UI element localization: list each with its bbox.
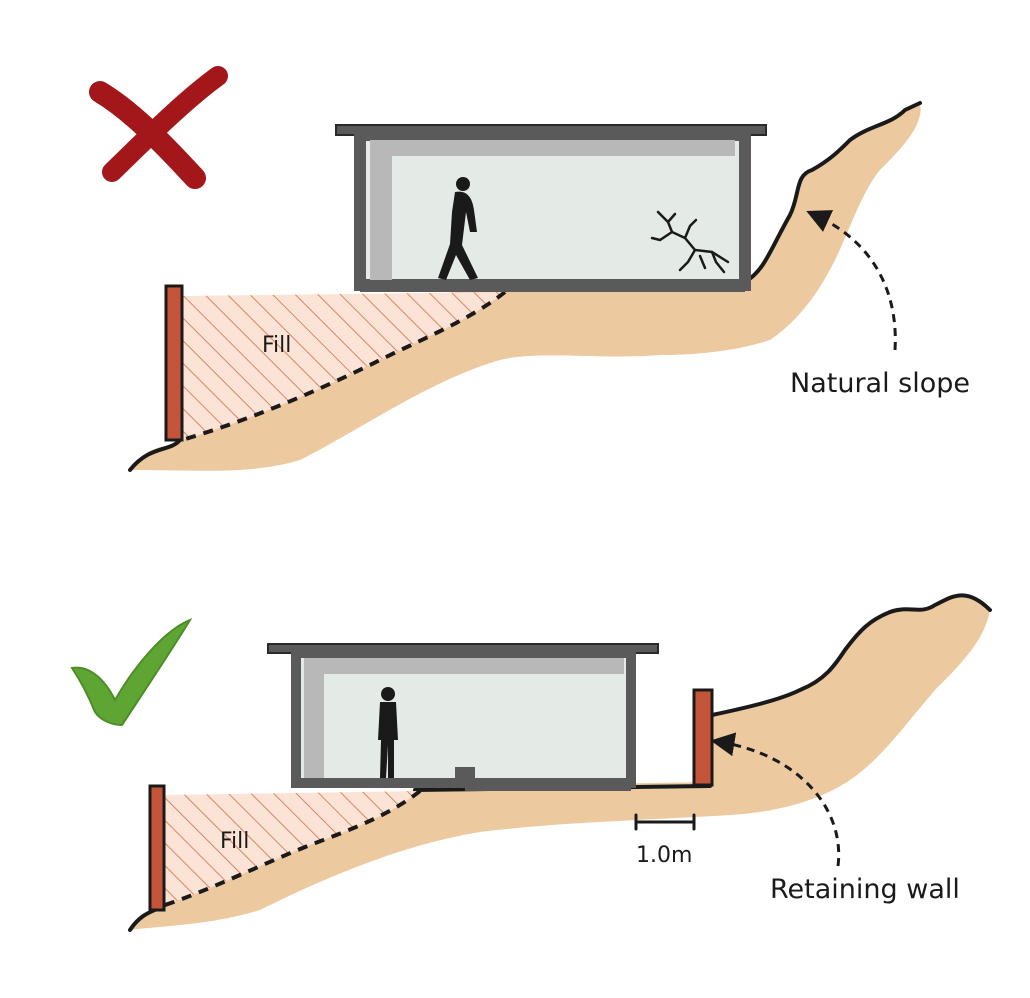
fill-edge-wall	[164, 284, 184, 442]
retaining-wall-label: Retaining wall	[770, 874, 960, 905]
dimension-marker	[634, 813, 696, 831]
fill-label-bottom: Fill	[220, 829, 249, 854]
retaining-wall	[692, 688, 714, 787]
slope-surface-line	[128, 101, 922, 472]
check-icon	[70, 617, 193, 727]
fill-label: Fill	[262, 333, 291, 358]
top-panel: Fill Natural slope	[89, 66, 970, 472]
fill-edge-wall-bottom	[148, 784, 166, 912]
fill-area-bottom	[165, 791, 420, 905]
cross-icon	[89, 66, 228, 189]
building-top	[335, 124, 767, 292]
bottom-panel: 1.0m Fill Retaining wall	[70, 593, 992, 932]
slope-arrow	[806, 210, 897, 351]
wall-arrow	[710, 732, 841, 867]
building-bottom	[267, 643, 659, 791]
dimension-label: 1.0m	[636, 843, 692, 868]
terraced-ground	[130, 595, 990, 930]
natural-slope-label: Natural slope	[790, 368, 970, 399]
standing-person-icon	[378, 687, 398, 778]
crack-icon	[650, 210, 730, 274]
fill-area	[182, 292, 505, 440]
original-ground-dashed-line-bottom	[164, 789, 422, 907]
original-ground-dashed-line	[181, 290, 507, 442]
walking-person-icon	[438, 177, 478, 280]
